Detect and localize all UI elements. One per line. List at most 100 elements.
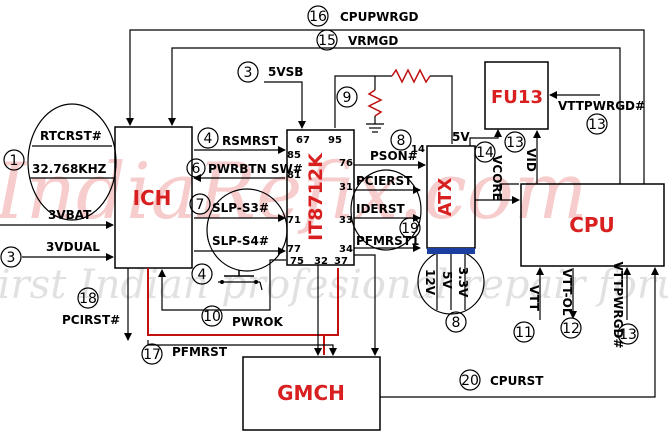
vttpwrgd-in-label: VTTPWRGD#	[558, 99, 645, 113]
pin-34: 34	[339, 244, 353, 255]
step-19-circle	[77, 287, 99, 309]
pin-14: 14	[411, 144, 425, 155]
step-20-circle	[399, 217, 421, 239]
step-8-circle	[445, 311, 467, 333]
step-13a-circle	[586, 113, 608, 135]
step-7-circle	[390, 129, 412, 151]
pin-76: 76	[339, 158, 353, 169]
step-17: 16	[309, 9, 327, 25]
pcirst-label: PCIRST#	[62, 313, 120, 327]
step-3a-circle	[0, 246, 22, 268]
step-10: 10	[203, 309, 221, 325]
vsb-line	[264, 81, 306, 129]
step-15: 14	[476, 145, 494, 161]
step-14-circle	[504, 131, 526, 153]
pin-75: 75	[290, 256, 304, 267]
step-5: 6	[192, 161, 201, 177]
step-11-circle	[513, 321, 535, 343]
step-10-circle	[201, 305, 223, 327]
vrmgd-label: VRMGD	[348, 34, 398, 48]
vcore-line	[475, 183, 519, 201]
step-4-circle	[191, 263, 213, 285]
power-button-icon	[218, 270, 263, 291]
step-5-circle	[186, 158, 206, 178]
pin-71: 71	[287, 215, 301, 226]
step-3a: 3	[7, 250, 16, 266]
step-6-circle	[189, 193, 211, 215]
pfmrst1-to-gmch	[354, 254, 379, 356]
vcore-label: VCORE	[490, 155, 504, 201]
xtal-label: 32.768KHZ	[32, 162, 107, 176]
rails-bar	[427, 248, 475, 254]
vid-label: VID	[524, 148, 538, 172]
slp-s4-label: SLP-S4#	[212, 234, 269, 248]
pin-67: 67	[296, 135, 310, 146]
watermark: IndiaRefix.com First Indian profesional …	[0, 147, 668, 308]
atx-label: ATX	[435, 178, 456, 217]
step-13a: 13	[588, 117, 606, 133]
step-8: 8	[452, 315, 461, 331]
watermark-line-1: IndiaRefix.com	[0, 147, 588, 237]
cpupwrgd-line	[126, 29, 645, 184]
cpu-label: CPU	[569, 213, 615, 237]
pin-37: 37	[334, 256, 348, 267]
crystal-ellipse	[27, 103, 117, 221]
step-1-circle	[3, 149, 25, 171]
pin-95: 95	[328, 135, 342, 146]
rail-5v-label: 5V	[440, 271, 454, 289]
step-3b: 4	[204, 131, 213, 147]
pin-85: 85	[287, 150, 301, 161]
step-2: 3	[244, 65, 253, 81]
vtt-ol-label: VTT-OL	[560, 269, 574, 316]
step-1: 1	[10, 153, 19, 169]
step-19: 18	[79, 291, 97, 307]
pwrok-label: PWROK	[232, 315, 283, 329]
pcierst-label: PCIERST	[356, 174, 413, 188]
step-21: 20	[461, 373, 479, 389]
vrmgd-line	[168, 47, 621, 184]
pin-31: 31	[339, 182, 353, 193]
it8712k-label: IT8712K	[305, 152, 327, 241]
fu13-box	[484, 61, 549, 130]
gmch-box	[242, 356, 381, 431]
step-11: 11	[515, 325, 533, 341]
pull-up-network	[334, 68, 453, 144]
it8712k-box	[286, 129, 355, 266]
slp-s3-label: SLP-S3#	[212, 201, 269, 215]
step-17-circle	[307, 5, 329, 27]
vtt-label: VTT	[527, 285, 541, 312]
rail-12v-label: 12V	[423, 269, 437, 296]
pin-33: 33	[339, 215, 353, 226]
step-9: 9	[343, 90, 352, 106]
pfmrst-label: PFMRST	[172, 345, 228, 359]
cpurst-line	[380, 267, 659, 398]
step-21-circle	[459, 369, 481, 391]
cpurst-label: CPURST	[490, 374, 544, 388]
step-13b: 13	[619, 327, 637, 343]
pin-32: 32	[314, 256, 328, 267]
step-2-circle	[237, 61, 259, 83]
step-20: 19	[401, 221, 419, 237]
pfmrst1-label: PFMRST1	[356, 234, 419, 248]
step-15-circle	[474, 141, 496, 163]
step-4: 4	[198, 267, 207, 283]
step-9-circle	[336, 86, 358, 108]
pin-81: 81	[287, 170, 301, 181]
step-13b-circle	[617, 323, 639, 345]
rail-3v3-label: 3.3V	[456, 267, 470, 298]
rtcrst-label: RTCRST#	[40, 129, 102, 143]
reset-ellipse	[350, 169, 422, 251]
step-16-circle	[316, 29, 338, 51]
atx-5v-line	[469, 129, 502, 146]
pin-77: 77	[287, 244, 301, 255]
pwrbtn-label: PWRBTN SW#	[208, 162, 303, 176]
slp-ellipse	[206, 188, 288, 272]
step-16: 15	[318, 33, 336, 49]
iderst-label: IDERST	[356, 202, 406, 216]
step-7: 8	[397, 133, 406, 149]
pson-label: PSON#	[370, 149, 418, 163]
vbat-label: 3VBAT	[48, 208, 92, 222]
fu13-label: FU13	[491, 87, 543, 108]
